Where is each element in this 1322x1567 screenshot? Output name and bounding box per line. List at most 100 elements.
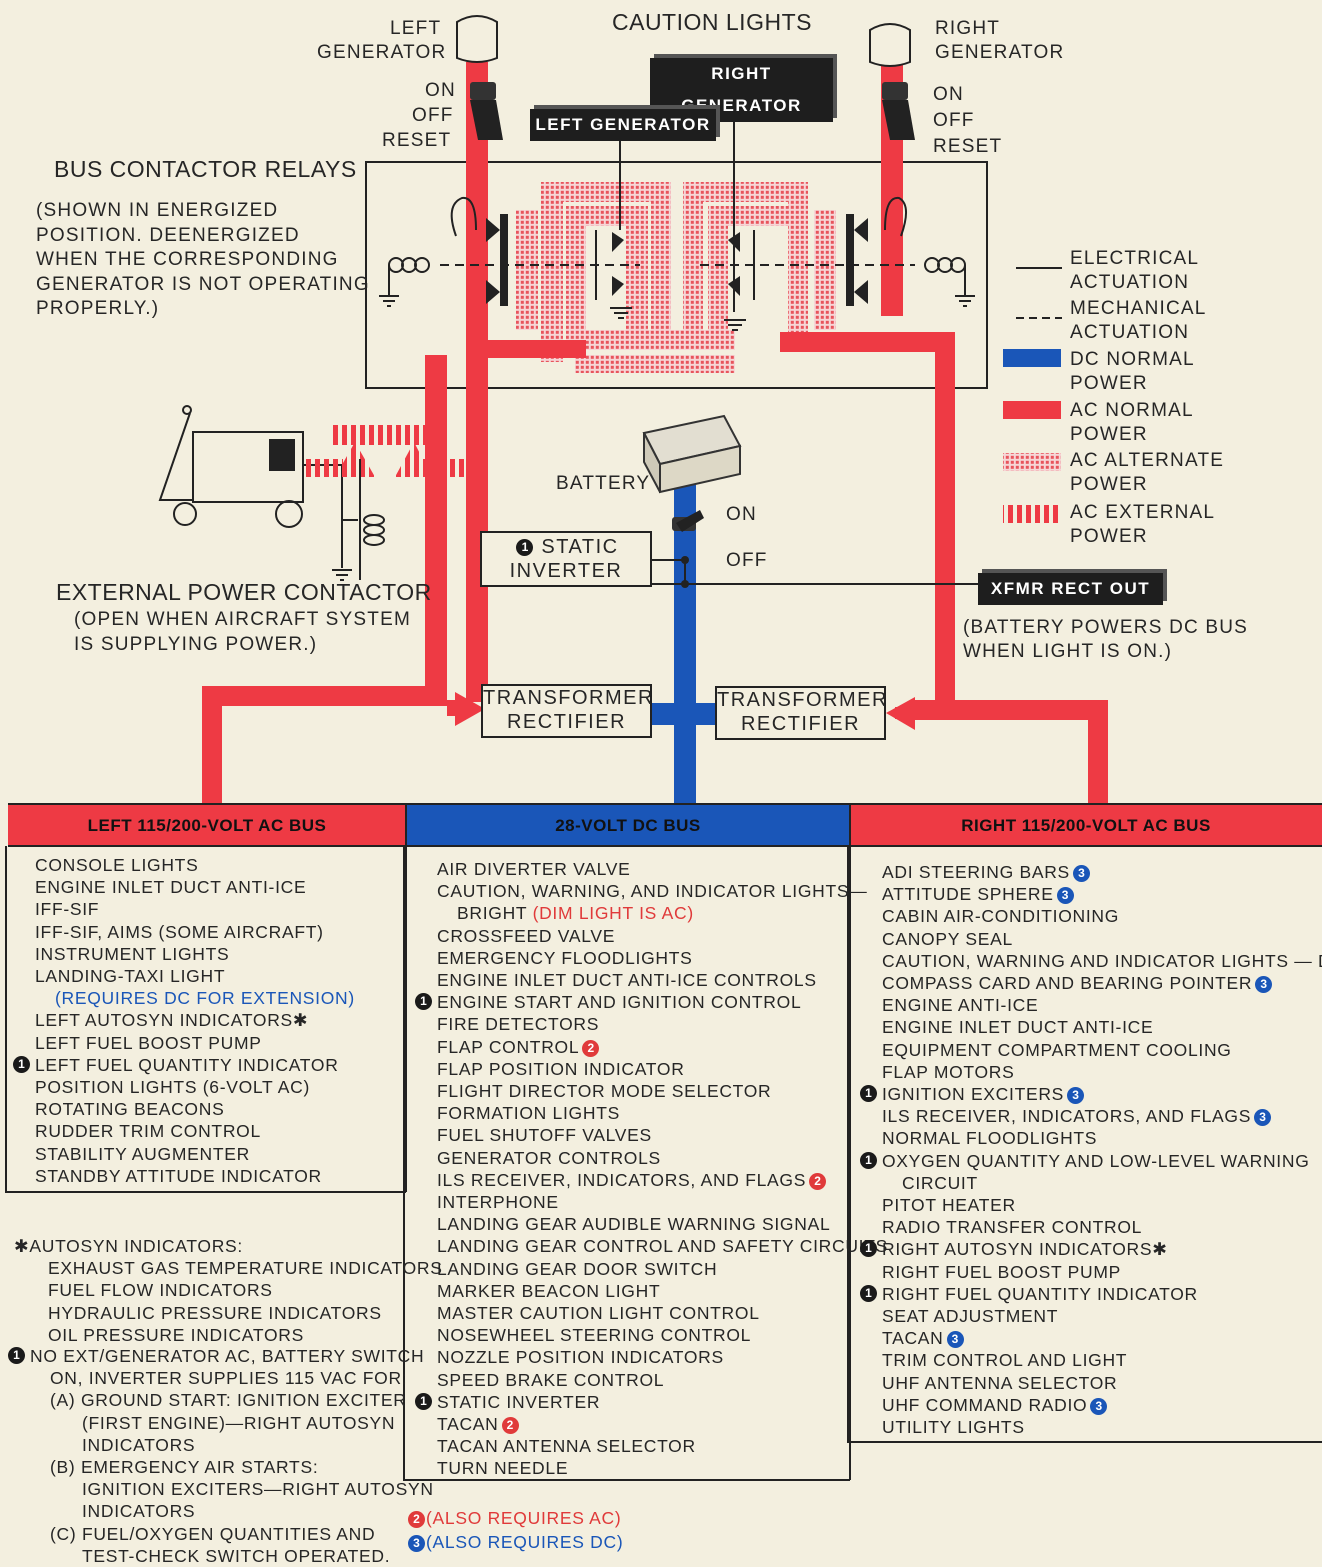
bus-contactor-note-3: WHEN THE CORRESPONDING [36, 249, 339, 270]
list-item: UHF COMMAND RADIO [882, 1394, 1088, 1415]
battery-switch-off: OFF [726, 550, 768, 571]
list-item: STANDBY ATTITUDE INDICATOR [35, 1165, 322, 1186]
note-1-badge: 1 [8, 1347, 25, 1364]
footnote-line: TEST-CHECK SWITCH OPERATED. [82, 1545, 391, 1566]
list-item: ILS RECEIVER, INDICATORS, AND FLAGS [882, 1106, 1252, 1127]
footnote-line: (A) GROUND START: IGNITION EXCITER [50, 1390, 407, 1411]
note-3-badge: 3 [408, 1534, 425, 1552]
list-item: NOSEWHEEL STEERING CONTROL [437, 1325, 752, 1346]
list-item: RADIO TRANSFER CONTROL [882, 1217, 1143, 1238]
right-switch-reset: RESET [933, 136, 1003, 157]
also-requires-dc: (ALSO REQUIRES DC) [426, 1532, 624, 1552]
right-switch-off: OFF [933, 110, 975, 131]
legend-mechanical-2: ACTUATION [1070, 322, 1190, 343]
ac-normal-paths [202, 62, 1108, 806]
list-item: TURN NEEDLE [437, 1458, 569, 1479]
list-item: EXHAUST GAS TEMPERATURE INDICATORS [48, 1258, 443, 1279]
list-item: FLAP POSITION INDICATOR [437, 1058, 685, 1079]
right-generator-label: RIGHT [935, 18, 1001, 39]
list-item: TRIM CONTROL AND LIGHT [882, 1350, 1128, 1371]
note-3-badge: 3 [1067, 1086, 1085, 1104]
transformer-rectifier-right: TRANSFORMER RECTIFIER [715, 686, 886, 740]
legend-ac-normal-2: POWER [1070, 424, 1148, 445]
list-item: TACAN ANTENNA SELECTOR [437, 1436, 696, 1457]
list-item: INSTRUMENT LIGHTS [35, 943, 230, 964]
right-switch-on: ON [933, 84, 964, 105]
note-2-badge: 2 [809, 1172, 827, 1190]
list-item: FLAP MOTORS [882, 1061, 1015, 1082]
static-inverter-label: STATIC [541, 536, 619, 558]
list-item: CROSSFEED VALVE [437, 925, 616, 946]
external-power-note-2: IS SUPPLYING POWER.) [74, 634, 318, 655]
list-item: LANDING GEAR DOOR SWITCH [437, 1258, 718, 1279]
battery-switch-on: ON [726, 504, 757, 525]
list-item: TACAN [437, 1414, 499, 1435]
dc-bus-list: AIR DIVERTER VALVE CAUTION, WARNING, AND… [415, 858, 888, 1480]
list-item: CAUTION, WARNING AND INDICATOR LIGHTS — … [882, 950, 1322, 971]
note-3-badge: 3 [946, 1331, 964, 1349]
note-1-badge: 1 [860, 1284, 877, 1302]
ac-alternate-paths [516, 182, 836, 373]
list-item: LANDING GEAR CONTROL AND SAFETY CIRCUITS [437, 1236, 888, 1257]
list-item: FUEL SHUTOFF VALVES [437, 1125, 652, 1146]
list-item: IGNITION EXCITERS [882, 1084, 1065, 1105]
relay-coil-icon [388, 196, 966, 300]
list-item: NORMAL FLOODLIGHTS [882, 1128, 1098, 1149]
battery-label: BATTERY [556, 473, 651, 494]
list-item: CONSOLE LIGHTS [35, 855, 199, 875]
dc-bus-header: 28-VOLT DC BUS [555, 816, 701, 835]
list-item: FORMATION LIGHTS [437, 1103, 620, 1124]
list-item: ENGINE ANTI-ICE [882, 995, 1039, 1016]
left-generator-label-2: GENERATOR [317, 42, 447, 63]
note-2-badge: 2 [582, 1039, 600, 1057]
list-item: MASTER CAUTION LIGHT CONTROL [437, 1303, 760, 1324]
list-item: ATTITUDE SPHERE [882, 884, 1054, 905]
footnote-line: IGNITION EXCITERS—RIGHT AUTOSYN [82, 1479, 434, 1500]
list-item: (REQUIRES DC FOR EXTENSION) [55, 988, 355, 1009]
list-item: RUDDER TRIM CONTROL [35, 1121, 261, 1142]
note-1-badge: 1 [860, 1085, 877, 1103]
left-ac-bus-header: LEFT 115/200-VOLT AC BUS [87, 816, 327, 835]
list-item: LEFT AUTOSYN INDICATORS✱ [35, 1010, 309, 1031]
list-item: RIGHT FUEL QUANTITY INDICATOR [882, 1283, 1198, 1304]
transformer-right-label: TRANSFORMER [717, 689, 888, 711]
footnote-line: (FIRST ENGINE)—RIGHT AUTOSYN [82, 1412, 396, 1433]
note-3-badge: 3 [1255, 975, 1273, 993]
list-item: SEAT ADJUSTMENT [882, 1306, 1059, 1327]
list-item: LANDING-TAXI LIGHT [35, 966, 226, 987]
transformer-rectifier-left: TRANSFORMER RECTIFIER [481, 684, 652, 738]
note-1-badge: 1 [860, 1151, 877, 1169]
note-3-badge: 3 [1254, 1109, 1272, 1127]
list-item: ENGINE INLET DUCT ANTI-ICE CONTROLS [437, 970, 817, 991]
legend-dc-normal-2: POWER [1070, 373, 1148, 394]
list-item: CIRCUIT [902, 1172, 978, 1193]
footnote-line: (B) EMERGENCY AIR STARTS: [50, 1457, 319, 1478]
list-item: TACAN [882, 1328, 944, 1349]
bus-contactor-note-2: POSITION. DEENERGIZED [36, 225, 300, 246]
legend-ac-external-2: POWER [1070, 526, 1148, 547]
right-ac-bus-header: RIGHT 115/200-VOLT AC BUS [961, 816, 1211, 835]
list-item: STATIC INVERTER [437, 1391, 601, 1412]
xfmr-note: (BATTERY POWERS DC BUS [963, 617, 1249, 638]
list-item: UHF ANTENNA SELECTOR [882, 1372, 1118, 1393]
list-item: ROTATING BEACONS [35, 1099, 225, 1120]
list-item: RIGHT AUTOSYN INDICATORS✱ [882, 1239, 1168, 1260]
list-item: LEFT FUEL BOOST PUMP [35, 1032, 262, 1053]
legend-electrical: ELECTRICAL [1070, 248, 1200, 269]
list-item: AIR DIVERTER VALVE [437, 859, 631, 879]
left-generator-caution-light: LEFT GENERATOR [530, 109, 716, 141]
note-3-badge: 3 [1056, 887, 1074, 905]
list-item: FLAP CONTROL [437, 1036, 580, 1057]
toggle-switch-icon [470, 82, 915, 532]
dc-normal-paths [651, 480, 721, 806]
footnote-line: (C) FUEL/OXYGEN QUANTITIES AND [50, 1523, 376, 1544]
list-item: NOZZLE POSITION INDICATORS [437, 1347, 724, 1368]
note-3-badge: 3 [1090, 1397, 1108, 1415]
list-item: FIRE DETECTORS [437, 1014, 600, 1035]
legend-ac-alternate: AC ALTERNATE [1070, 450, 1225, 471]
footnote-line: INDICATORS [82, 1434, 196, 1455]
legend-dc-normal: DC NORMAL [1070, 349, 1195, 370]
ac-external-paths [303, 425, 464, 477]
